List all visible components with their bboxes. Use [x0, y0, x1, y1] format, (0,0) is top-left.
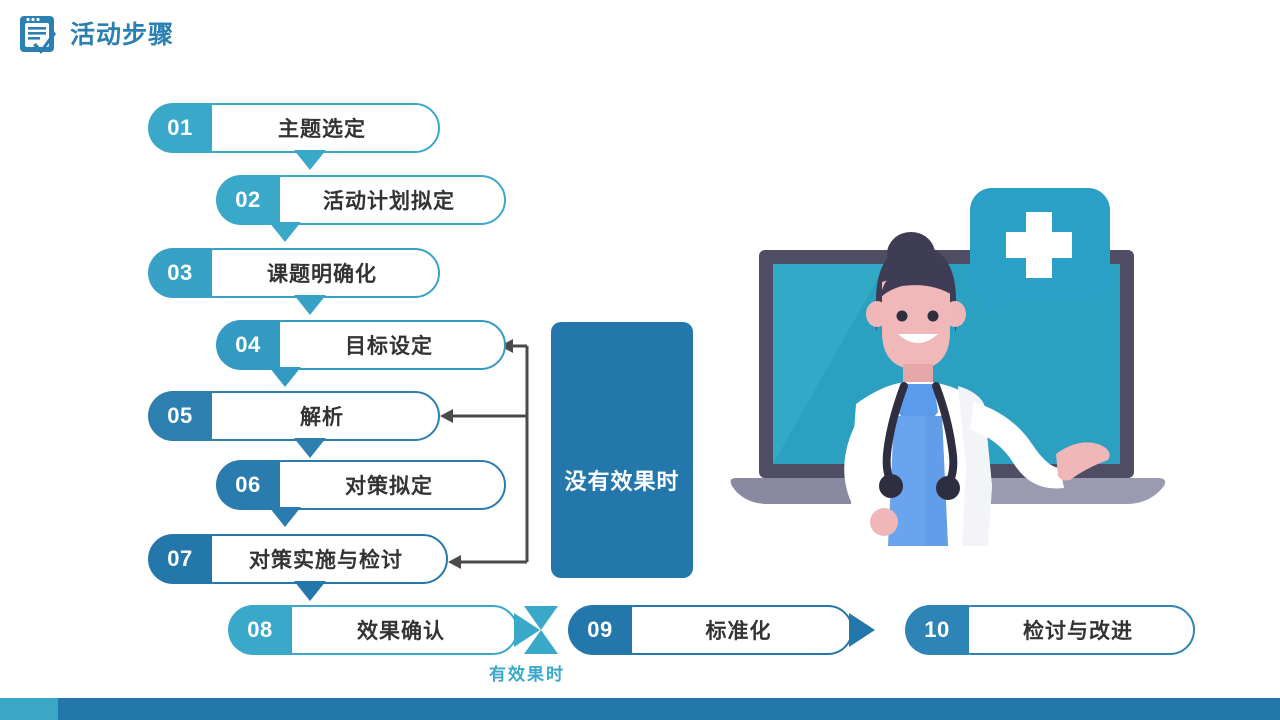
arrow-03-to-04 — [294, 295, 326, 315]
step-01-label: 主题选定 — [278, 118, 366, 141]
step-06-label: 对策拟定 — [345, 475, 433, 498]
x-triangle-bottom — [524, 630, 558, 654]
step-03-number: 03 — [148, 248, 212, 298]
no-effect-panel: 没有效果时 — [551, 322, 693, 578]
step-09-body: 标准化 — [610, 605, 853, 655]
x-triangle-top — [524, 606, 558, 630]
step-05-body: 解析 — [190, 391, 440, 441]
step-06-number: 06 — [216, 460, 280, 510]
step-01-body: 主题选定 — [190, 103, 440, 153]
x-connector — [524, 606, 558, 654]
speech-bubble-group — [970, 188, 1110, 314]
step-02-label: 活动计划拟定 — [323, 190, 455, 213]
header: 活动步骤 — [18, 14, 174, 56]
step-09[interactable]: 09 标准化 — [568, 605, 853, 655]
step-10[interactable]: 10 检讨与改进 — [905, 605, 1195, 655]
arrow-02-to-03 — [269, 222, 301, 242]
step-05-number: 05 — [148, 391, 212, 441]
step-02-body: 活动计划拟定 — [258, 175, 506, 225]
step-07-body: 对策实施与检讨 — [190, 534, 448, 584]
arrow-04-to-05 — [269, 367, 301, 387]
arrow-05-to-06 — [294, 438, 326, 458]
telemedicine-illustration — [726, 186, 1176, 586]
step-07-label: 对策实施与检讨 — [249, 549, 403, 572]
step-04-body: 目标设定 — [258, 320, 506, 370]
step-08-body: 效果确认 — [270, 605, 518, 655]
step-03-body: 课题明确化 — [190, 248, 440, 298]
step-10-number: 10 — [905, 605, 969, 655]
step-09-number: 09 — [568, 605, 632, 655]
no-effect-label: 没有效果时 — [564, 469, 680, 494]
step-07[interactable]: 07 对策实施与检讨 — [148, 534, 448, 584]
step-04-label: 目标设定 — [345, 335, 433, 358]
step-05[interactable]: 05 解析 — [148, 391, 440, 441]
step-01-number: 01 — [148, 103, 212, 153]
step-08-label: 效果确认 — [357, 620, 445, 643]
step-08-number: 08 — [228, 605, 292, 655]
document-checklist-icon — [18, 14, 58, 56]
step-05-label: 解析 — [300, 406, 344, 429]
step-02[interactable]: 02 活动计划拟定 — [216, 175, 506, 225]
step-01[interactable]: 01 主题选定 — [148, 103, 440, 153]
step-09-label: 标准化 — [705, 620, 772, 643]
step-07-number: 07 — [148, 534, 212, 584]
step-02-number: 02 — [216, 175, 280, 225]
step-06-body: 对策拟定 — [258, 460, 506, 510]
step-10-body: 检讨与改进 — [947, 605, 1195, 655]
arrow-06-to-07 — [269, 507, 301, 527]
bottom-bar — [0, 698, 1280, 720]
arrow-07-to-08 — [294, 581, 326, 601]
step-03-label: 课题明确化 — [267, 263, 377, 286]
bottom-bar-accent — [0, 698, 58, 720]
step-04[interactable]: 04 目标设定 — [216, 320, 506, 370]
arrow-09-to-10 — [849, 613, 875, 647]
doctor-figure — [844, 232, 1110, 546]
page-title: 活动步骤 — [70, 20, 175, 49]
step-10-label: 检讨与改进 — [1023, 620, 1133, 643]
effective-label: 有效果时 — [489, 665, 565, 684]
arrow-01-to-02 — [294, 150, 326, 170]
step-03[interactable]: 03 课题明确化 — [148, 248, 440, 298]
step-08[interactable]: 08 效果确认 — [228, 605, 518, 655]
step-06[interactable]: 06 对策拟定 — [216, 460, 506, 510]
step-04-number: 04 — [216, 320, 280, 370]
